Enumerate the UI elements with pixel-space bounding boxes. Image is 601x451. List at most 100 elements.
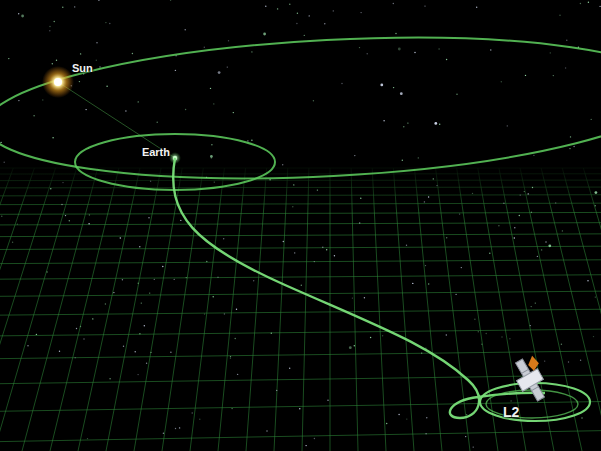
- star: [52, 137, 53, 138]
- star: [595, 205, 596, 206]
- star: [217, 277, 218, 278]
- star: [524, 191, 525, 192]
- star: [305, 445, 306, 446]
- star: [367, 53, 368, 54]
- star: [144, 325, 145, 326]
- star: [383, 120, 384, 121]
- star: [501, 336, 502, 337]
- star: [327, 400, 328, 401]
- star: [105, 22, 106, 23]
- star: [472, 193, 473, 194]
- star: [105, 303, 106, 304]
- star: [514, 237, 515, 238]
- star: [591, 119, 592, 120]
- star: [62, 182, 63, 183]
- star: [428, 196, 429, 197]
- grid-line: [0, 168, 34, 451]
- star: [223, 238, 224, 239]
- star: [533, 155, 534, 156]
- star: [562, 230, 563, 231]
- grid-line: [0, 168, 55, 451]
- star: [218, 71, 221, 74]
- star: [489, 253, 490, 254]
- star: [456, 94, 457, 95]
- grid-line: [0, 275, 601, 279]
- star: [461, 267, 462, 268]
- star: [486, 333, 487, 334]
- star: [227, 66, 228, 67]
- star: [247, 140, 248, 141]
- star: [62, 7, 63, 8]
- star: [548, 244, 551, 247]
- grid-line: [541, 168, 601, 451]
- star: [459, 213, 460, 214]
- star: [466, 414, 467, 415]
- grid-line: [351, 168, 358, 451]
- star: [531, 306, 532, 307]
- star: [595, 191, 598, 194]
- star: [313, 100, 314, 101]
- star: [253, 280, 254, 281]
- star: [92, 318, 93, 319]
- star: [570, 136, 571, 137]
- star: [314, 438, 315, 439]
- star: [251, 51, 252, 52]
- star: [266, 430, 267, 431]
- star: [1, 216, 2, 217]
- star: [42, 99, 43, 100]
- star: [204, 313, 205, 314]
- star: [138, 101, 139, 102]
- star: [593, 336, 594, 337]
- star: [113, 292, 114, 293]
- star: [595, 296, 596, 297]
- l2-label: L2: [503, 404, 519, 420]
- grid-line: [78, 168, 140, 451]
- star: [360, 198, 361, 199]
- star: [531, 212, 532, 213]
- star: [537, 256, 538, 257]
- grid-line: [0, 212, 601, 214]
- star: [179, 427, 180, 428]
- sun-glow: [42, 66, 74, 98]
- star: [89, 214, 90, 215]
- star: [550, 52, 551, 53]
- star: [150, 352, 151, 353]
- star: [150, 181, 151, 182]
- star: [96, 60, 97, 61]
- star: [210, 88, 211, 89]
- star: [3, 162, 4, 163]
- star: [139, 333, 140, 334]
- star: [509, 338, 510, 339]
- star: [18, 13, 19, 14]
- star: [349, 346, 352, 349]
- star: [436, 185, 437, 186]
- star: [237, 374, 238, 375]
- grid-line: [302, 168, 309, 451]
- star: [199, 419, 200, 420]
- star: [12, 242, 13, 243]
- star: [83, 338, 84, 339]
- grid-fade: [0, 160, 601, 210]
- star: [398, 48, 401, 51]
- star: [76, 328, 77, 329]
- star: [18, 100, 19, 101]
- star: [599, 6, 600, 7]
- star: [214, 181, 215, 182]
- star: [446, 59, 447, 60]
- star: [139, 246, 140, 247]
- star: [0, 142, 1, 143]
- star: [501, 81, 502, 82]
- star: [476, 7, 477, 8]
- star: [588, 2, 589, 3]
- grid-line: [372, 168, 386, 451]
- star: [251, 140, 252, 141]
- grid-line: [562, 168, 601, 451]
- star: [507, 125, 508, 126]
- star: [446, 237, 447, 238]
- star: [289, 3, 290, 4]
- star: [170, 0, 171, 1]
- grid-line: [0, 260, 601, 264]
- star: [359, 47, 360, 48]
- star: [138, 283, 139, 284]
